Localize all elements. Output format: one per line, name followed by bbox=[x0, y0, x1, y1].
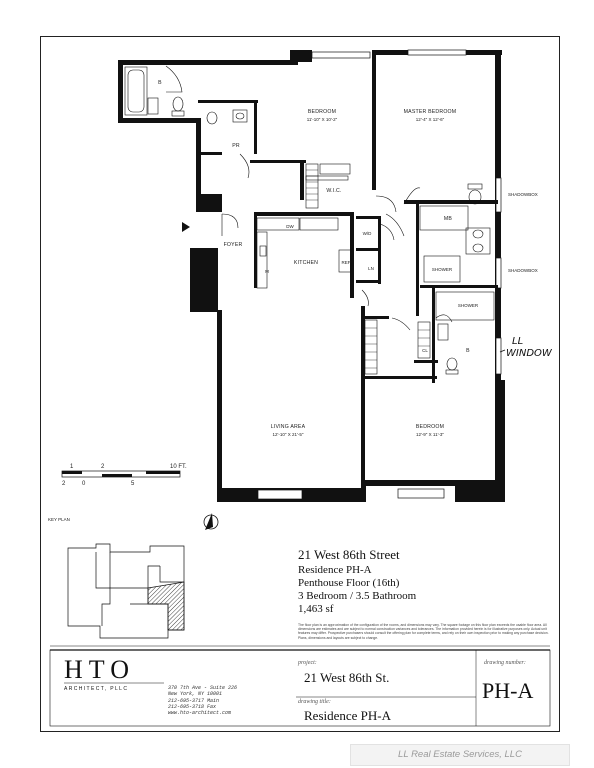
scale-label-1: 1 bbox=[70, 464, 74, 470]
foyer-label: FOYER bbox=[224, 242, 243, 248]
linen-label: LN bbox=[368, 266, 374, 271]
living-area-label: LIVING AREA bbox=[271, 424, 306, 430]
info-disclaimer: The floor plan is an approximation of th… bbox=[298, 623, 549, 640]
interior-walls bbox=[198, 50, 498, 480]
door-swings bbox=[165, 65, 453, 331]
living-area-dims: 12'-10" X 21'-5" bbox=[273, 432, 304, 437]
info-address: 21 West 86th Street bbox=[298, 547, 400, 562]
refrigerator-label: REF bbox=[342, 260, 351, 265]
scale-label-10ft: 10 FT. bbox=[170, 464, 187, 470]
bedroom3-label: BEDROOM bbox=[416, 424, 444, 430]
closet-hatching bbox=[306, 169, 430, 369]
project-name: 21 West 86th St. bbox=[304, 670, 390, 685]
closet-label: CL bbox=[422, 348, 428, 353]
microwave-label: M bbox=[265, 269, 269, 274]
key-plan-label: KEY PLAN bbox=[48, 517, 70, 522]
shower2-label: SHOWER bbox=[458, 303, 479, 308]
bedroom-dims: 11'-10" X 10'-2" bbox=[307, 117, 338, 122]
title-block bbox=[49, 645, 551, 727]
project-label: project: bbox=[298, 660, 317, 666]
info-residence: Residence PH-A bbox=[298, 564, 372, 576]
bath2-label: B bbox=[466, 348, 470, 354]
washer-dryer-label: W/D bbox=[363, 231, 372, 236]
entry-arrow bbox=[182, 222, 190, 232]
shower1-label: SHOWER bbox=[432, 267, 453, 272]
master-bedroom-label: MASTER BEDROOM bbox=[404, 109, 457, 115]
info-rooms: 3 Bedroom / 3.5 Bathroom bbox=[298, 590, 417, 602]
drawing-title: Residence PH-A bbox=[304, 708, 392, 723]
firm-address: 370 7th Ave - Suite 226 New York, NY 100… bbox=[168, 685, 238, 717]
annotation-line2: WINDOW bbox=[506, 348, 553, 359]
scale-bar bbox=[61, 470, 181, 478]
dishwasher-label: DW bbox=[286, 224, 294, 229]
bedroom-label: BEDROOM bbox=[308, 109, 336, 115]
scale-label-b2: 0 bbox=[82, 481, 86, 487]
info-area: 1,463 sf bbox=[298, 603, 334, 615]
drawing-number: PH-A bbox=[482, 678, 534, 703]
fixtures bbox=[124, 66, 495, 375]
annotation-line1: LL bbox=[512, 336, 523, 347]
firm-logo: HTO bbox=[64, 655, 135, 684]
scale-label-b1: 2 bbox=[62, 481, 66, 487]
shadowbox2-label: SHADOWBOX bbox=[508, 268, 538, 273]
drawing-number-label: drawing number: bbox=[484, 660, 526, 666]
bedroom3-dims: 12'-9" X 11'-3" bbox=[416, 432, 444, 437]
scale-label-2: 2 bbox=[101, 464, 105, 470]
watermark: LL Real Estate Services, LLC bbox=[350, 744, 570, 766]
north-arrow-icon bbox=[203, 513, 219, 530]
shadowbox1-label: SHADOWBOX bbox=[508, 192, 538, 197]
floor-plan-sheet bbox=[40, 36, 560, 732]
key-plan-highlight bbox=[147, 581, 185, 631]
firm-subtitle: ARCHITECT, PLLC bbox=[64, 686, 129, 692]
wic-label: W.I.C. bbox=[326, 188, 341, 194]
master-bath-label: MB bbox=[444, 216, 453, 222]
windows bbox=[257, 49, 502, 500]
bath1-label: B bbox=[158, 80, 162, 86]
powder-room-label: PR bbox=[232, 143, 240, 149]
master-bedroom-dims: 12'-4" X 12'-6" bbox=[416, 117, 445, 122]
drawing-title-label: drawing title: bbox=[298, 699, 331, 705]
scale-label-b3: 5 bbox=[131, 481, 135, 487]
info-floor: Penthouse Floor (16th) bbox=[298, 577, 400, 589]
annotation-arrow bbox=[499, 349, 506, 353]
kitchen-label: KITCHEN bbox=[294, 260, 318, 266]
